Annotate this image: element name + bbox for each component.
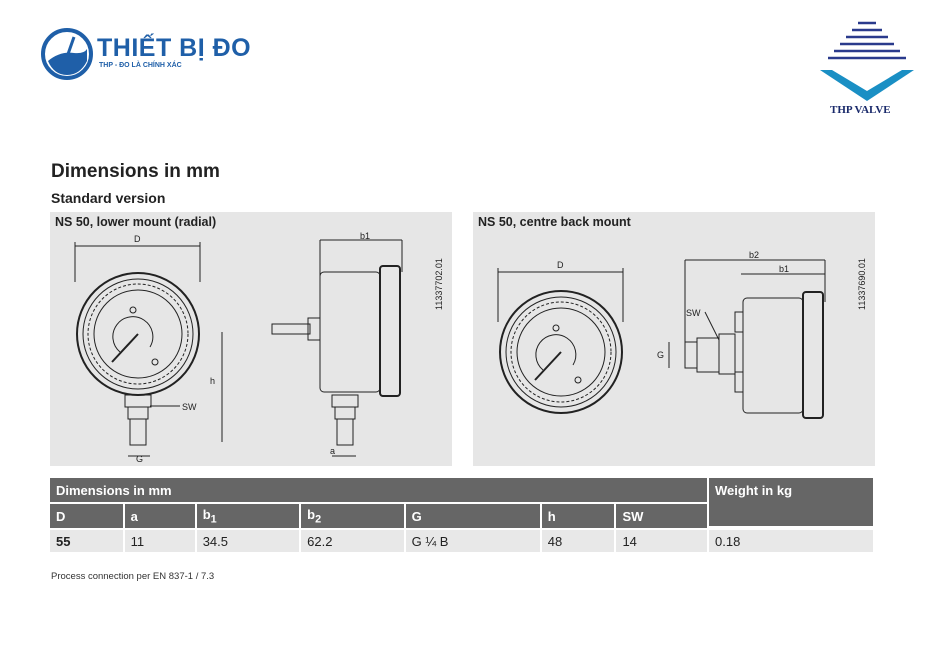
cell-a: 11	[124, 528, 195, 552]
dim-D: D	[134, 234, 141, 244]
centre-back-mount-drawing: D b2 b1 SW G 11337690.01	[497, 250, 867, 419]
logo-tagline: THP - ĐO LÀ CHÍNH XÁC	[99, 62, 182, 69]
dimensions-table: Dimensions in mm Weight in kg D a b1 b2 …	[48, 478, 875, 552]
logo-title: THIẾT BỊ ĐO	[97, 34, 252, 62]
dim-SW: SW	[686, 308, 701, 318]
panel-title: NS 50, centre back mount	[478, 215, 631, 229]
lower-mount-drawing: D SW h G b1 a 11337702.01	[74, 231, 444, 464]
footnote: Process connection per EN 837-1 / 7.3	[51, 571, 215, 582]
table-row: 55 11 34.5 62.2 G ¼ B 48 14 0.18	[50, 528, 873, 552]
part-number: 11337702.01	[434, 258, 444, 310]
col-a: a	[124, 504, 195, 528]
page-title: Dimensions in mm	[51, 161, 220, 182]
dim-G: G	[136, 454, 143, 464]
group-header: Dimensions in mm	[50, 478, 707, 504]
dim-a: a	[330, 446, 335, 456]
dim-b2: b2	[749, 250, 759, 260]
dim-b1: b1	[779, 264, 789, 274]
col-SW: SW	[616, 504, 707, 528]
cell-b1: 34.5	[196, 528, 300, 552]
cell-G: G ¼ B	[405, 528, 540, 552]
section-subtitle: Standard version	[51, 190, 166, 206]
weight-header: Weight in kg	[709, 478, 873, 528]
col-h: h	[541, 504, 615, 528]
drawing-panel-centre-back-mount: NS 50, centre back mount D b2 b1 SW G 11…	[473, 212, 875, 466]
col-b2: b2	[301, 504, 404, 528]
panel-title: NS 50, lower mount (radial)	[55, 215, 217, 229]
cell-SW: 14	[616, 528, 707, 552]
drawing-panel-lower-mount: NS 50, lower mount (radial) D SW h G b1 …	[50, 212, 452, 466]
thp-valve-logo-icon	[820, 17, 914, 101]
thp-valve-label: THP VALVE	[830, 104, 891, 116]
cell-weight: 0.18	[709, 528, 873, 552]
gauge-logo-icon	[41, 28, 93, 80]
dim-SW: SW	[182, 402, 197, 412]
dim-b1: b1	[360, 231, 370, 241]
cell-D: 55	[50, 528, 123, 552]
dim-G: G	[657, 350, 664, 360]
col-b1: b1	[196, 504, 300, 528]
dim-D: D	[557, 260, 564, 270]
col-D: D	[50, 504, 123, 528]
dim-h: h	[210, 376, 215, 386]
cell-b2: 62.2	[301, 528, 404, 552]
part-number: 11337690.01	[857, 258, 867, 310]
cell-h: 48	[541, 528, 615, 552]
col-G: G	[405, 504, 540, 528]
